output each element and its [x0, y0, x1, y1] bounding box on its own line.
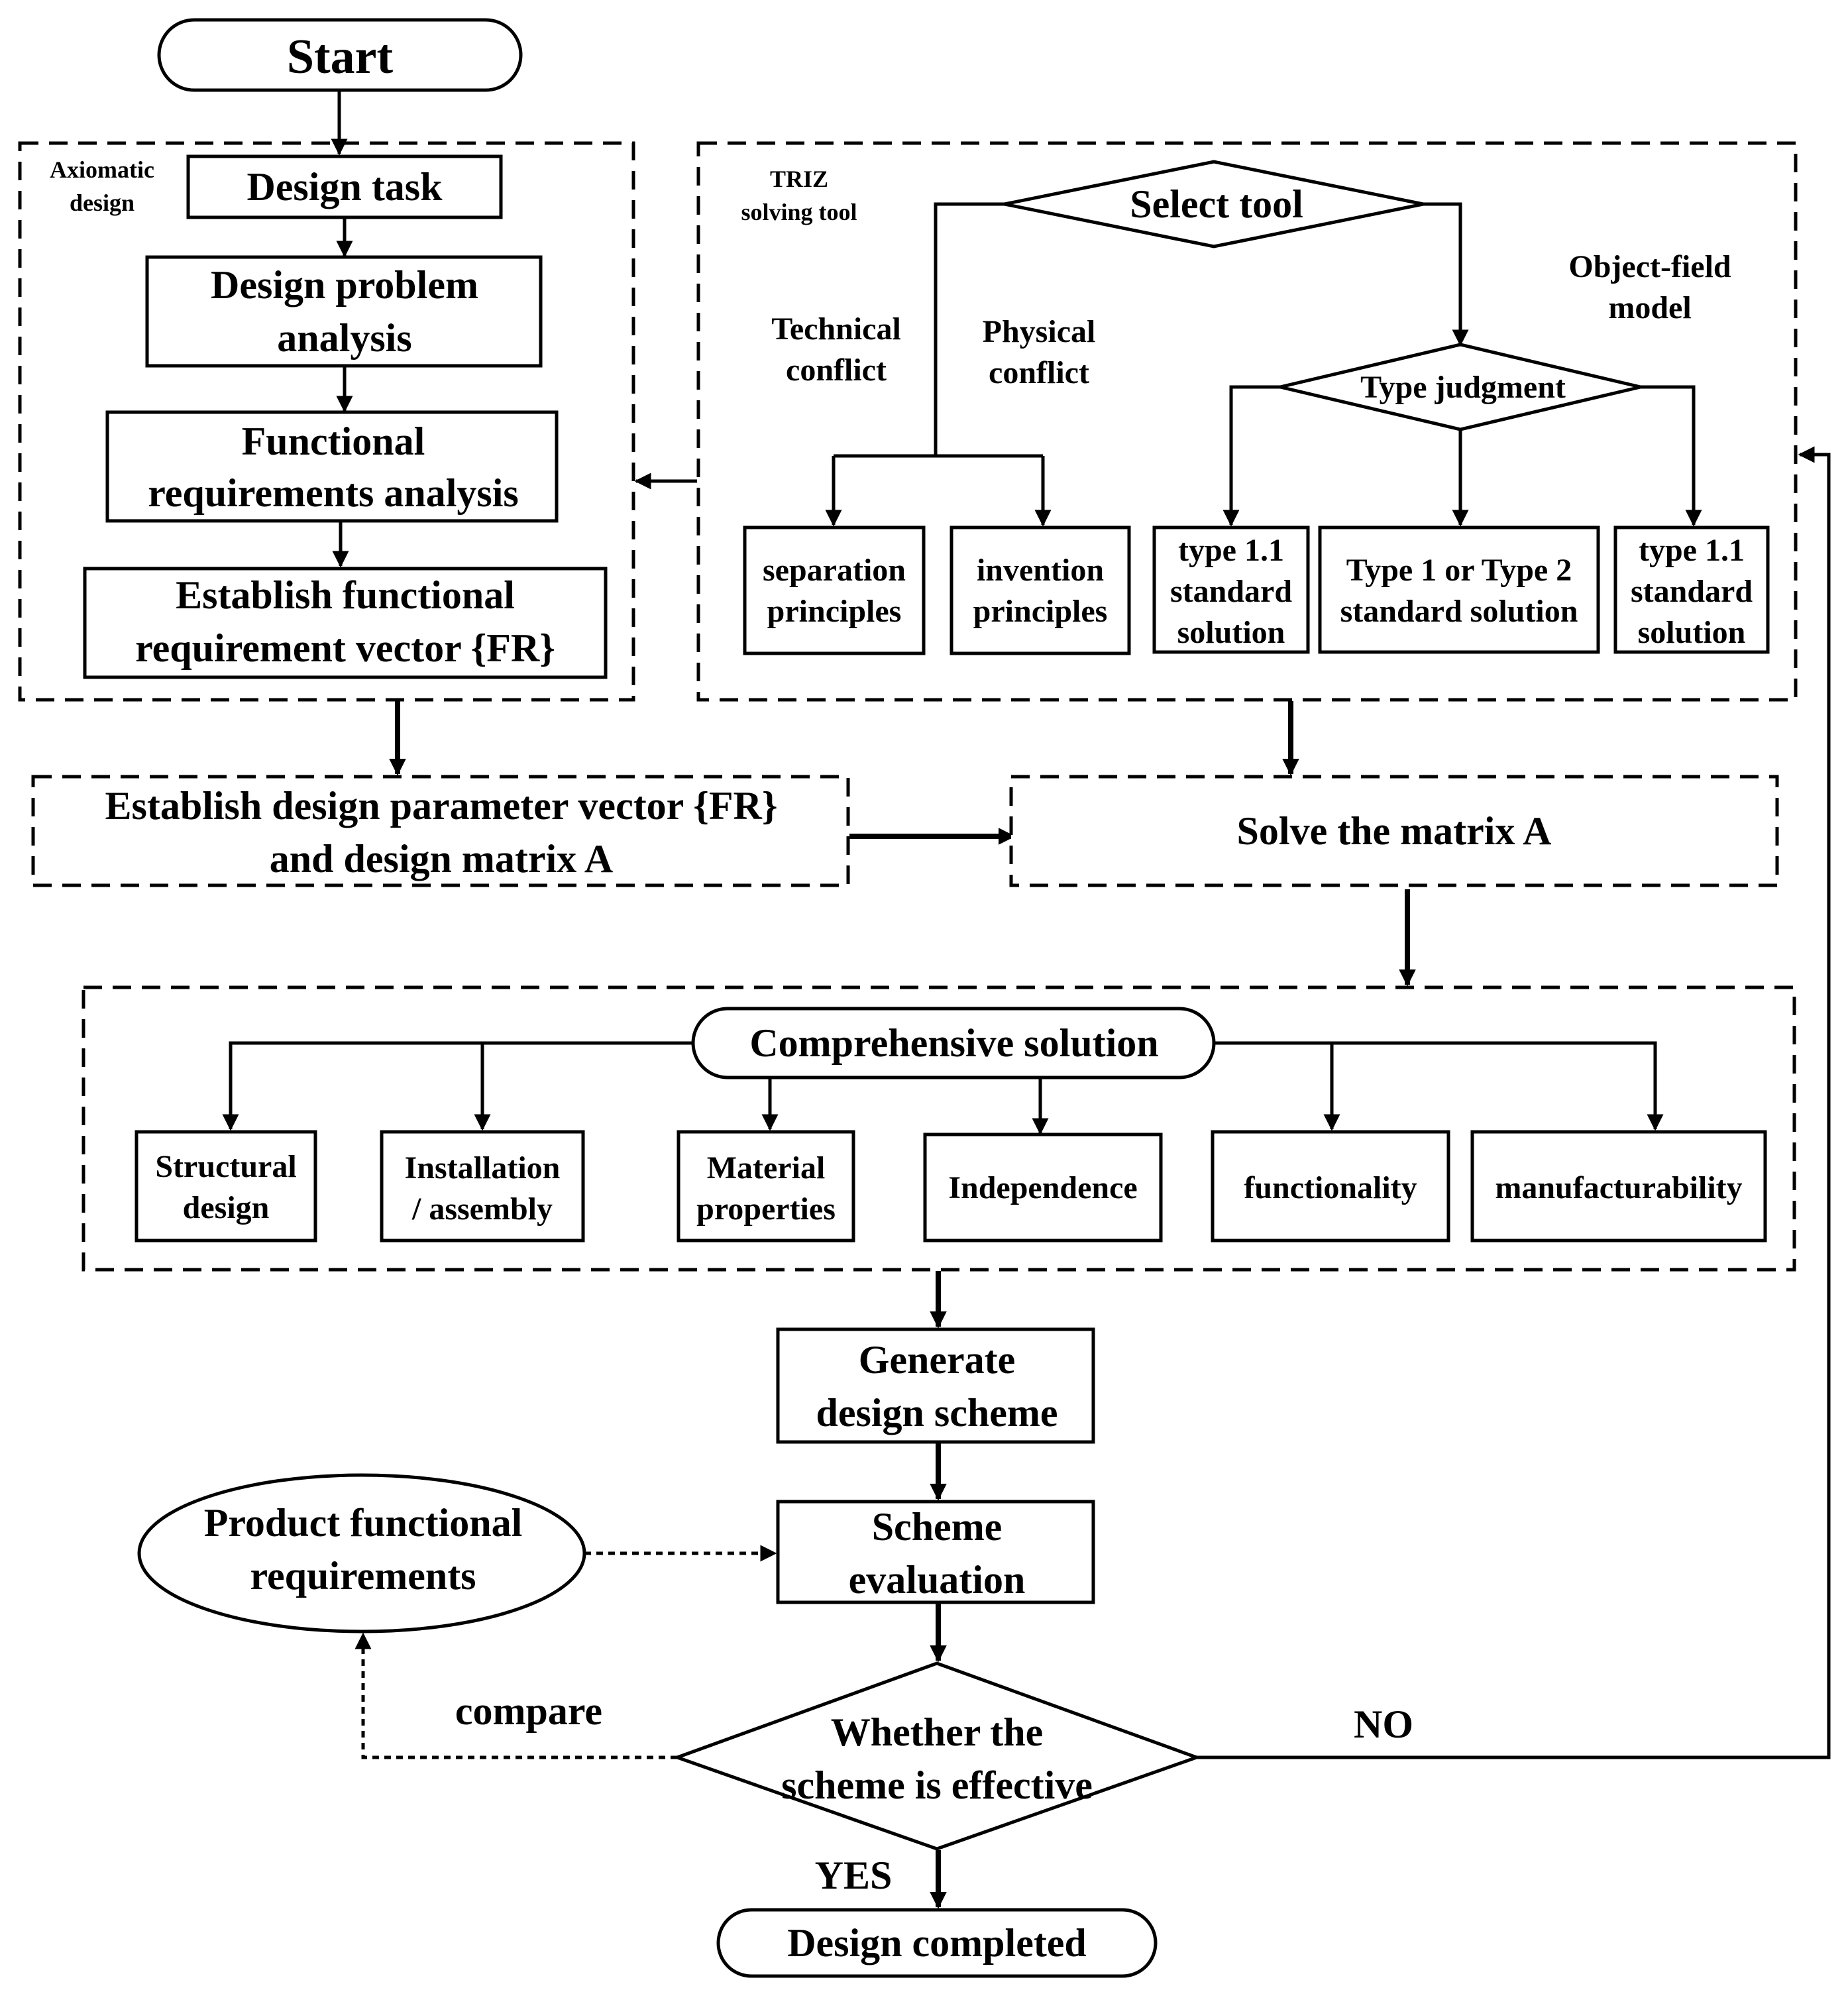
structural-line2: design [183, 1190, 270, 1225]
scheme-evaluation-box [776, 1500, 1095, 1604]
establish-fr-line2: requirement vector {FR} [135, 626, 555, 670]
triz-label-line2: solving tool [741, 199, 857, 225]
axiomatic-label-line2: design [70, 190, 135, 216]
installation-assembly-box [380, 1130, 585, 1243]
separation-line2: principles [767, 594, 902, 629]
material-line2: properties [696, 1191, 836, 1227]
type11-right-box [1613, 525, 1770, 654]
structural-line1: Structural [155, 1149, 296, 1184]
generate-line2: design scheme [816, 1391, 1058, 1435]
type12-line1: Type 1 or Type 2 [1346, 553, 1572, 588]
select-tool-decision [1004, 160, 1424, 249]
comprehensive-group [82, 985, 1796, 1272]
design-completed-label: Design completed [787, 1921, 1087, 1965]
independence-box [923, 1133, 1163, 1243]
comprehensive-solution-terminal [691, 1007, 1216, 1079]
type-judgment-decision [1279, 343, 1641, 431]
yes-label: YES [815, 1853, 893, 1897]
arrow-type-to-left [1223, 385, 1280, 527]
object-field-line1: Object-field [1568, 249, 1731, 284]
arrow-to-manufacturability [1214, 1041, 1664, 1131]
product-requirements-ellipse [137, 1473, 586, 1633]
product-req-line2: requirements [250, 1554, 476, 1598]
arrow-select-to-type [1423, 202, 1469, 347]
establish-fr-box [83, 567, 608, 679]
whether-line1: Whether the [831, 1710, 1044, 1754]
start-label: Start [287, 30, 394, 84]
independence-label: Independence [948, 1170, 1137, 1205]
functional-line1: Functional [242, 419, 425, 463]
design-task-label: Design task [246, 165, 443, 209]
separation-principles-box [743, 525, 926, 655]
arrow-no-loop [1197, 446, 1831, 1759]
functionality-label: functionality [1244, 1170, 1417, 1205]
design-completed-terminal [716, 1908, 1158, 1978]
functional-line2: requirements analysis [148, 471, 518, 515]
solve-matrix-label: Solve the matrix A [1237, 809, 1552, 853]
generate-scheme-box [776, 1327, 1095, 1444]
establish-dp-line1: Establish design parameter vector {FR} [105, 784, 778, 828]
invention-line2: principles [973, 594, 1108, 629]
physical-conflict-line2: conflict [989, 355, 1089, 390]
installation-line1: Installation [405, 1150, 561, 1186]
scheme-effective-decision [672, 1661, 1202, 1851]
material-properties-box [677, 1130, 855, 1243]
object-field-line2: model [1608, 290, 1691, 325]
separation-line1: separation [763, 553, 906, 588]
comprehensive-solution-label: Comprehensive solution [749, 1021, 1158, 1065]
line-select-left [934, 202, 1005, 456]
installation-line2: / assembly [411, 1191, 553, 1227]
type11-left-line3: solution [1177, 615, 1285, 650]
triz-label-line1: TRIZ [770, 166, 828, 192]
scheme-eval-line1: Scheme [872, 1505, 1003, 1549]
type-judgment-label: Type judgment [1360, 370, 1566, 405]
whether-line2: scheme is effective [781, 1763, 1093, 1807]
product-req-line1: Product functional [204, 1501, 523, 1545]
triz-group [696, 141, 1798, 702]
design-problem-line2: analysis [277, 316, 411, 360]
design-problem-line1: Design problem [211, 263, 478, 307]
arrow-compare-loop [354, 1632, 677, 1759]
technical-conflict-line1: Technical [771, 311, 901, 347]
type11-right-line2: standard [1631, 574, 1753, 609]
functionality-box [1211, 1130, 1450, 1243]
type11-left-line2: standard [1170, 574, 1292, 609]
arrow-type-to-right [1641, 385, 1702, 527]
design-problem-box [145, 255, 543, 368]
establish-fr-line1: Establish functional [176, 573, 515, 617]
type12-line2: standard solution [1340, 594, 1578, 629]
solve-matrix-box [1009, 775, 1779, 887]
no-label: NO [1354, 1702, 1413, 1746]
manufacturability-box [1470, 1130, 1767, 1243]
establish-dp-line2: and design matrix A [270, 837, 613, 881]
material-line1: Material [707, 1150, 826, 1186]
generate-line1: Generate [859, 1338, 1016, 1382]
invention-line1: invention [977, 553, 1104, 588]
type11-left-line1: type 1.1 [1178, 533, 1284, 568]
type11-right-line3: solution [1638, 615, 1746, 650]
physical-conflict-line1: Physical [983, 314, 1096, 349]
structural-design-box [135, 1130, 317, 1243]
invention-principles-box [950, 525, 1131, 655]
type11-left-box [1152, 525, 1310, 654]
compare-label: compare [455, 1689, 602, 1733]
functional-requirements-box [105, 410, 559, 523]
type11-right-line1: type 1.1 [1639, 533, 1745, 568]
start-terminal [157, 18, 523, 92]
technical-conflict-line2: conflict [786, 353, 887, 388]
connectors [222, 91, 1831, 1909]
establish-dp-box [31, 775, 850, 887]
arrow-to-structural [222, 1041, 693, 1131]
type12-box [1318, 525, 1600, 654]
axiomatic-group [18, 141, 635, 702]
manufacturability-label: manufacturability [1495, 1170, 1742, 1205]
select-tool-label: Select tool [1130, 182, 1303, 226]
scheme-eval-line2: evaluation [849, 1558, 1026, 1602]
design-task-box [186, 154, 503, 219]
axiomatic-label-line1: Axiomatic [50, 156, 154, 183]
